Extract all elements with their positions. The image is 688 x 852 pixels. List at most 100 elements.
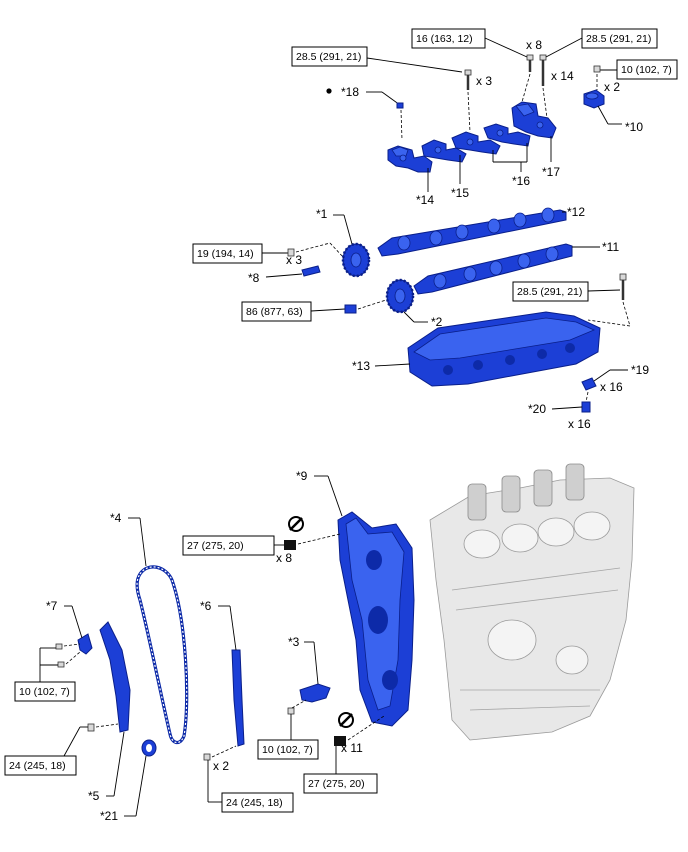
leader-21b xyxy=(135,755,147,817)
dash-bolt-b xyxy=(521,73,531,103)
camshaft-timing-gear-1 xyxy=(341,242,371,278)
part-label-6: *6 xyxy=(200,599,212,613)
qty-x3-mid: x 3 xyxy=(286,253,302,267)
torque-text-28-5-c: 28.5 (291, 21) xyxy=(517,286,582,298)
dash-19b xyxy=(329,242,345,259)
dash-bolt-c xyxy=(542,87,548,119)
leader-1b xyxy=(343,214,353,245)
leader-t16 xyxy=(484,37,528,58)
torque-box-27-b xyxy=(303,773,378,794)
oil-plug-18 xyxy=(396,102,404,109)
torque-box-24-a xyxy=(4,755,77,776)
dash-7a xyxy=(63,643,81,647)
gasket-19 xyxy=(581,377,597,391)
part-label-10: *10 xyxy=(625,120,643,134)
crankshaft-sprocket-21 xyxy=(141,739,157,757)
oil-control-valve-10 xyxy=(583,89,605,109)
part-label-21: *21 xyxy=(100,809,118,823)
part-label-13: *13 xyxy=(352,359,370,373)
torque-box-86 xyxy=(241,301,312,322)
torque-box-28-5-a xyxy=(291,46,368,67)
torque-text-86: 86 (877, 63) xyxy=(246,306,303,318)
part-label-14: *14 xyxy=(416,193,434,207)
leader-7b xyxy=(71,605,83,639)
camshaft-11 xyxy=(413,243,573,295)
pin-8 xyxy=(301,265,321,277)
torque-box-10-b xyxy=(14,681,76,702)
torque-box-24-b xyxy=(221,792,294,813)
torque-text-28-5-a: 28.5 (291, 21) xyxy=(296,51,361,63)
part-label-3: *3 xyxy=(288,635,300,649)
part-label-18: *18 xyxy=(341,85,359,99)
dash-19 xyxy=(295,242,331,253)
replace-part-icon-a xyxy=(288,516,304,532)
torque-box-19 xyxy=(192,243,263,264)
part-label-11: *11 xyxy=(602,240,619,254)
part-label-9: *9 xyxy=(296,469,308,483)
bolt-27-b xyxy=(334,736,346,746)
leader-20 xyxy=(551,406,583,410)
part-label-5: *5 xyxy=(88,789,100,803)
qty-x8-bot: x 8 xyxy=(276,551,292,565)
bullet-dot xyxy=(326,88,332,94)
bolt-7a xyxy=(55,643,63,650)
torque-text-10-c: 10 (102, 7) xyxy=(262,744,313,756)
torque-text-27-a: 27 (275, 20) xyxy=(187,540,244,552)
dash-28c2 xyxy=(587,319,631,327)
leader-10 xyxy=(597,105,609,125)
qty-x14: x 14 xyxy=(551,69,574,83)
dash-bolt-a xyxy=(467,91,471,133)
part-label-19: *19 xyxy=(631,363,649,377)
qty-x16-a: x 16 xyxy=(600,380,623,394)
leader-2 xyxy=(403,311,415,323)
torque-box-27-a xyxy=(182,535,275,556)
qty-x16-b: x 16 xyxy=(568,417,591,431)
torque-text-28-5-b: 28.5 (291, 21) xyxy=(586,33,651,45)
bolt-10-a xyxy=(593,65,601,73)
part-label-2: *2 xyxy=(431,315,443,329)
camshaft-housing-13 xyxy=(407,311,601,387)
leader-4b xyxy=(139,517,147,567)
leader-19 xyxy=(593,369,611,382)
bolt-7b xyxy=(57,661,65,668)
torque-text-24-a: 24 (245, 18) xyxy=(9,760,66,772)
part-label-16: *16 xyxy=(512,174,530,188)
leader-t28c xyxy=(587,289,621,292)
qty-x3-top: x 3 xyxy=(476,74,492,88)
bolt-28-5-c xyxy=(619,273,627,281)
leader-8 xyxy=(265,273,303,278)
qty-x2-bot: x 2 xyxy=(213,759,229,773)
bolt-24-a xyxy=(87,723,95,732)
bearing-cap-bolts xyxy=(464,54,547,90)
bolt-19 xyxy=(287,248,295,257)
bolt-24-b xyxy=(203,753,211,761)
dash-24a xyxy=(95,723,119,728)
timing-chain-4 xyxy=(135,565,189,745)
dash-27a xyxy=(297,533,341,545)
dash-24b xyxy=(211,745,237,758)
torque-box-16 xyxy=(411,28,486,49)
sensor-3 xyxy=(299,683,331,703)
bolt-27-a xyxy=(284,540,296,550)
torque-text-10-a: 10 (102, 7) xyxy=(621,64,672,76)
part-label-17: *17 xyxy=(542,165,560,179)
qty-x11: x 11 xyxy=(341,741,363,755)
leader-t24a-b xyxy=(63,726,81,757)
camshaft-bearing-caps xyxy=(387,101,557,173)
torque-text-16: 16 (163, 12) xyxy=(416,33,473,45)
chain-tensioner-7 xyxy=(77,633,93,655)
qty-x2-top: x 2 xyxy=(604,80,620,94)
chain-guide-6 xyxy=(231,649,245,747)
torque-text-27-b: 27 (275, 20) xyxy=(308,778,365,790)
dash-7b xyxy=(65,651,81,665)
dash-28c xyxy=(622,301,631,327)
timing-chain-cover-9 xyxy=(337,511,415,727)
part-label-1: *1 xyxy=(316,207,328,221)
leader-9b xyxy=(327,475,343,517)
dash-19-20 xyxy=(585,391,589,403)
torque-text-10-b: 10 (102, 7) xyxy=(19,686,70,698)
plug-20 xyxy=(581,401,591,413)
torque-box-10-c xyxy=(257,739,319,760)
torque-text-19: 19 (194, 14) xyxy=(197,248,254,260)
bolt-10-c xyxy=(287,707,295,715)
